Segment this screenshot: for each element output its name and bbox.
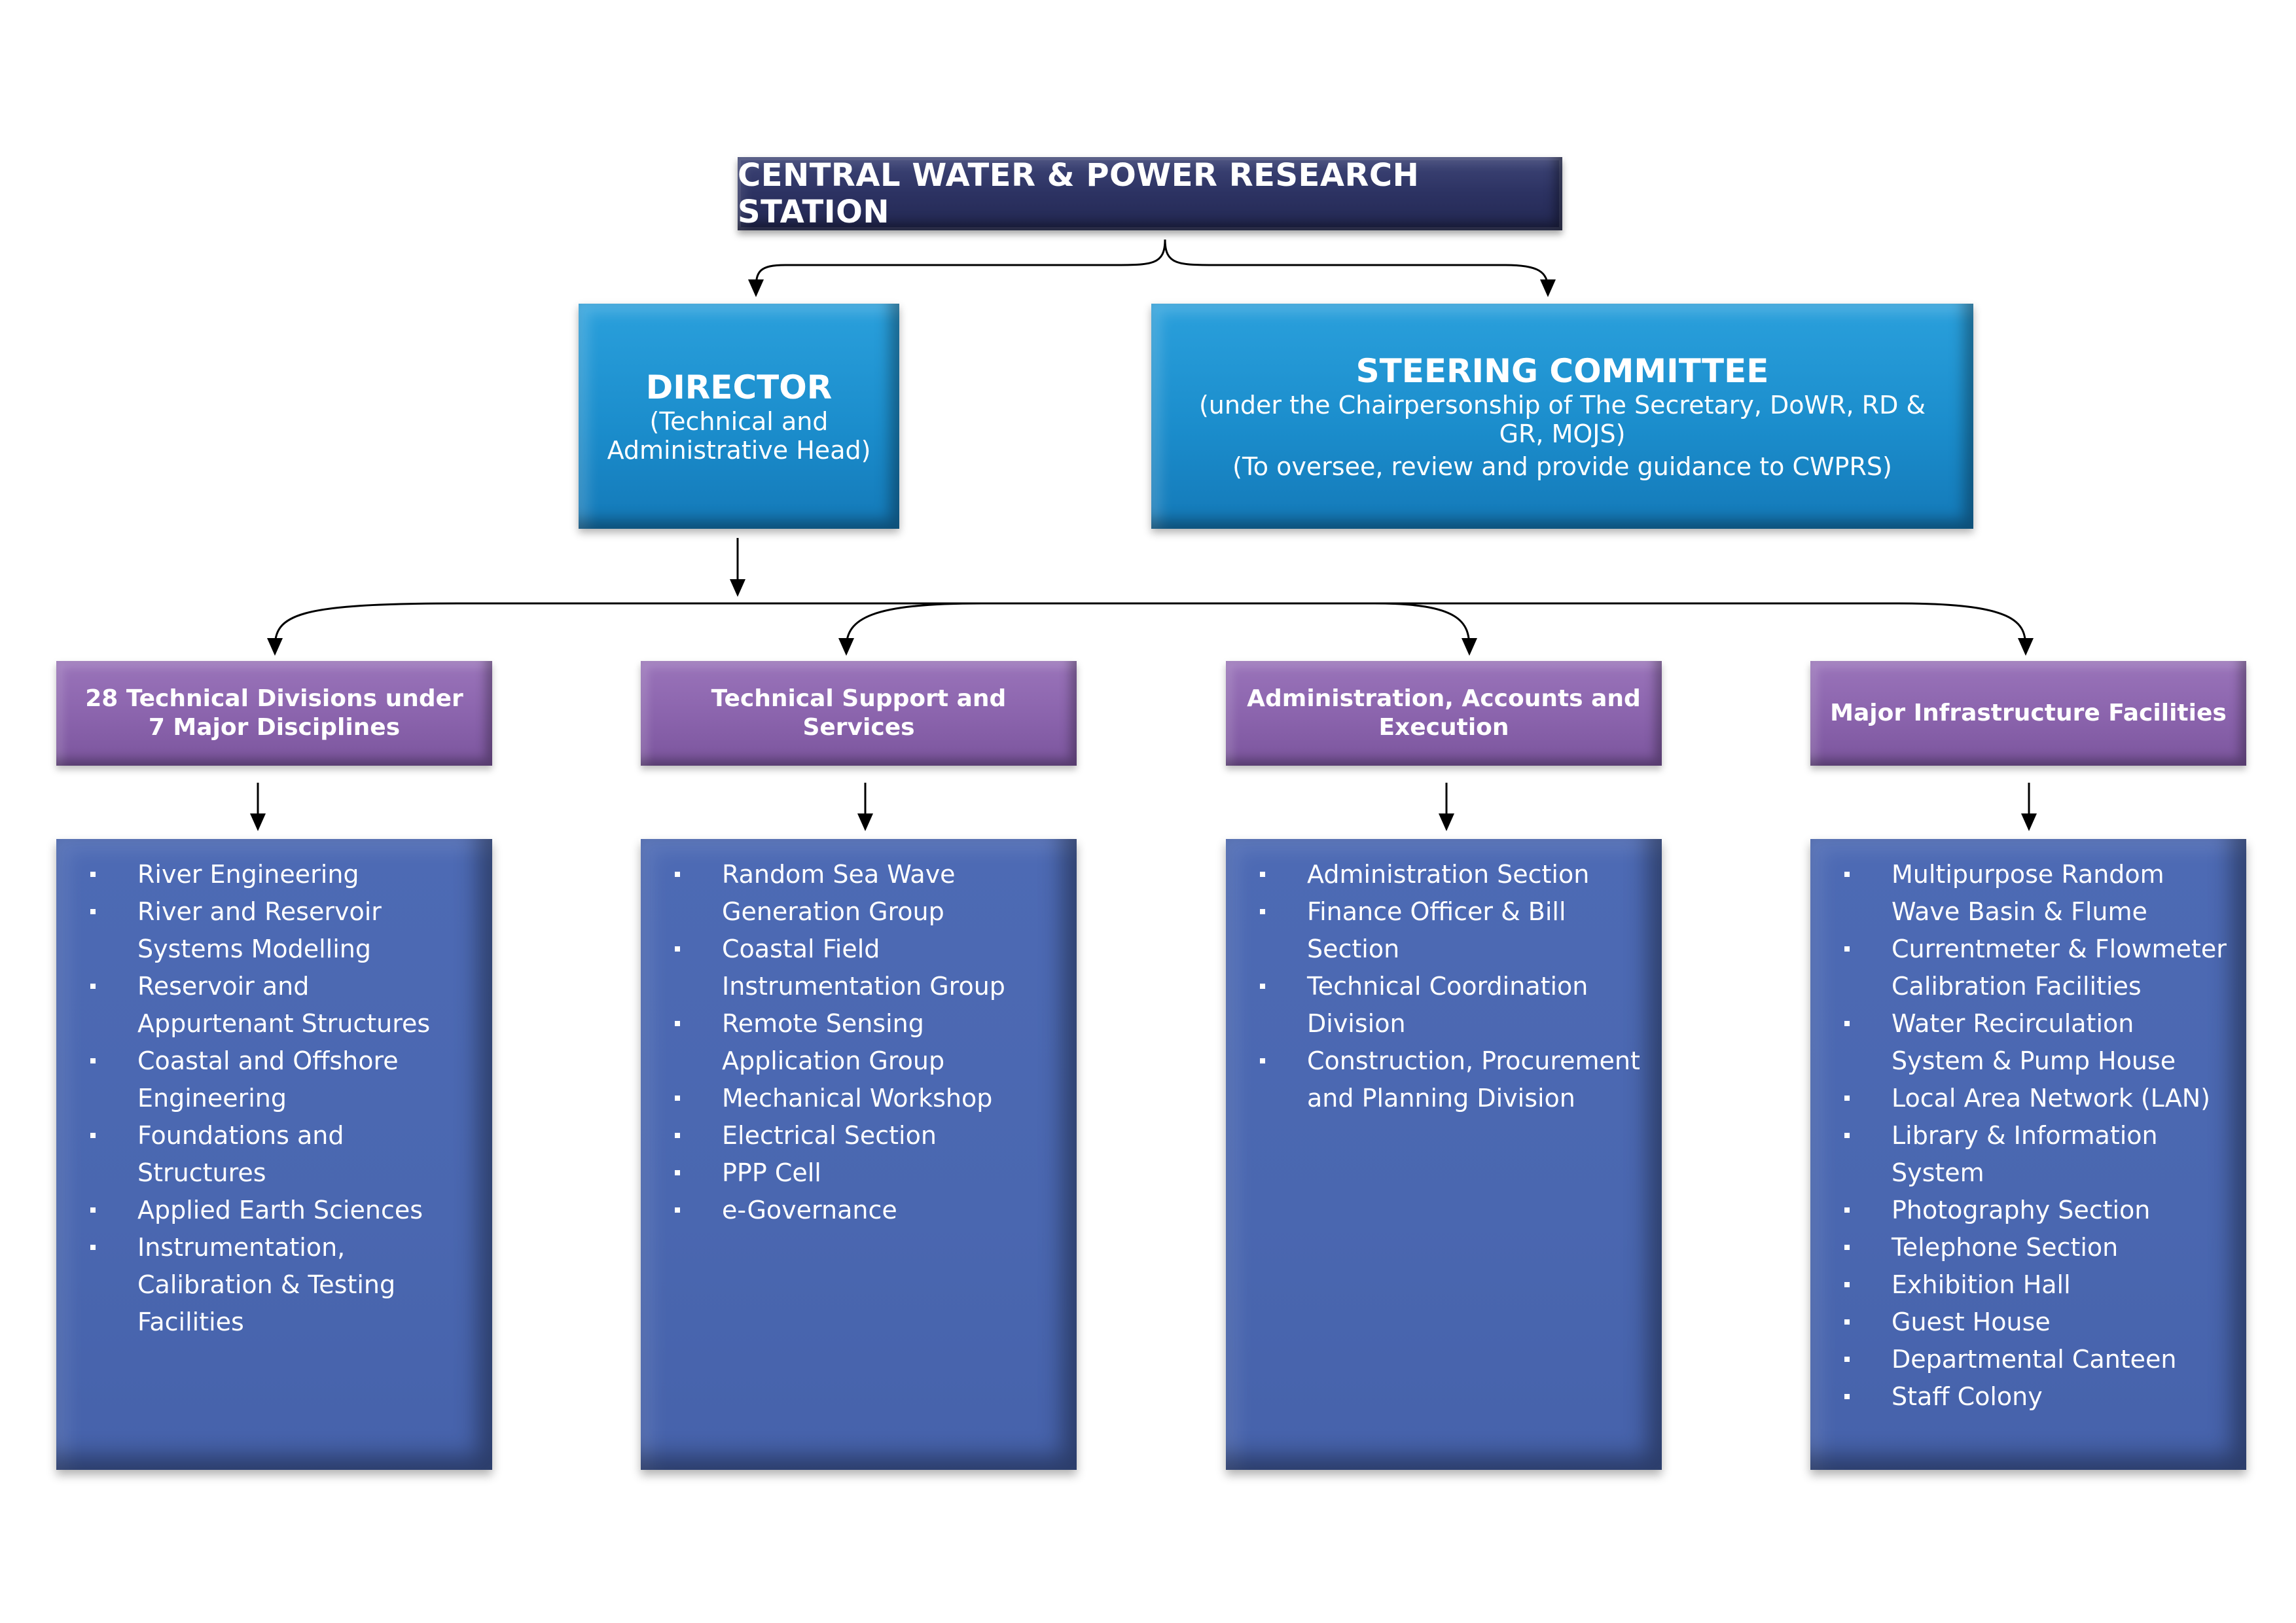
list-item: e-Governance	[668, 1192, 1057, 1229]
list-item: Mechanical Workshop	[668, 1080, 1057, 1117]
committee-line-1: (under the Chairpersonship of The Secret…	[1198, 391, 1926, 448]
arrow-to-group-2	[838, 602, 982, 656]
list-item: Departmental Canteen	[1838, 1341, 2227, 1378]
list-item: Guest House	[1838, 1304, 2227, 1341]
list-item: Foundations and Structures	[84, 1117, 473, 1192]
steering-committee-box: STEERING COMMITTEE (under the Chairperso…	[1151, 304, 1973, 529]
list-administration: Administration Section Finance Officer &…	[1226, 839, 1662, 1470]
group-header-label: Technical Support and Services	[711, 685, 1007, 741]
organization-title-box: CENTRAL WATER & POWER RESEARCH STATION	[738, 157, 1562, 230]
list-item: Local Area Network (LAN)	[1838, 1080, 2227, 1117]
arrow-to-committee	[1164, 239, 1556, 297]
list-item: Electrical Section	[668, 1117, 1057, 1154]
group-header-label: Major Infrastructure Facilities	[1830, 700, 2227, 726]
list-item: Remote Sensing Application Group	[668, 1005, 1057, 1080]
group-header-administration: Administration, Accounts and Execution	[1226, 661, 1662, 766]
list-item: Multipurpose Random Wave Basin & Flume	[1838, 856, 2227, 931]
arrow-to-group-1	[267, 602, 982, 656]
arrow-to-director	[748, 239, 1166, 297]
list-item: Finance Officer & Bill Section	[1253, 893, 1642, 968]
group-header-technical-support: Technical Support and Services	[641, 661, 1077, 766]
list-item: River and Reservoir Systems Modelling	[84, 893, 473, 968]
list-item: River Engineering	[84, 856, 473, 893]
list-item: Photography Section	[1838, 1192, 2227, 1229]
director-box: DIRECTOR (Technical and Administrative H…	[579, 304, 899, 529]
list-item: Applied Earth Sciences	[84, 1192, 473, 1229]
list-item: Coastal and Offshore Engineering	[84, 1043, 473, 1117]
list-item: Construction, Procurement and Planning D…	[1253, 1043, 1642, 1117]
list-item: PPP Cell	[668, 1154, 1057, 1192]
list-item: Instrumentation, Calibration & Testing F…	[84, 1229, 473, 1341]
list-technical-divisions: River Engineering River and Reservoir Sy…	[56, 839, 492, 1470]
list-item: Random Sea Wave Generation Group	[668, 856, 1057, 931]
committee-line-2: (To oversee, review and provide guidance…	[1232, 452, 1892, 481]
group-header-infrastructure: Major Infrastructure Facilities	[1810, 661, 2246, 766]
arrow-to-group-3	[655, 602, 1477, 656]
group-header-label: 28 Technical Divisions under 7 Major Dis…	[85, 685, 463, 741]
director-subtitle: (Technical and Administrative Head)	[607, 407, 871, 465]
list-item: Administration Section	[1253, 856, 1642, 893]
organization-title: CENTRAL WATER & POWER RESEARCH STATION	[738, 157, 1420, 230]
list-infrastructure: Multipurpose Random Wave Basin & Flume C…	[1810, 839, 2246, 1470]
director-title: DIRECTOR	[645, 368, 833, 406]
group-header-technical-divisions: 28 Technical Divisions under 7 Major Dis…	[56, 661, 492, 766]
list-item: Water Recirculation System & Pump House	[1838, 1005, 2227, 1080]
list-item: Reservoir and Appurtenant Structures	[84, 968, 473, 1043]
arrow-to-group-4	[1374, 602, 2034, 656]
list-item: Currentmeter & Flowmeter Calibration Fac…	[1838, 931, 2227, 1005]
list-item: Telephone Section	[1838, 1229, 2227, 1266]
list-item: Coastal Field Instrumentation Group	[668, 931, 1057, 1005]
group-header-label: Administration, Accounts and Execution	[1247, 685, 1641, 741]
list-technical-support: Random Sea Wave Generation Group Coastal…	[641, 839, 1077, 1470]
list-item: Exhibition Hall	[1838, 1266, 2227, 1304]
list-item: Library & Information System	[1838, 1117, 2227, 1192]
list-item: Staff Colony	[1838, 1378, 2227, 1416]
committee-title: STEERING COMMITTEE	[1355, 352, 1769, 390]
list-item: Technical Coordination Division	[1253, 968, 1642, 1043]
